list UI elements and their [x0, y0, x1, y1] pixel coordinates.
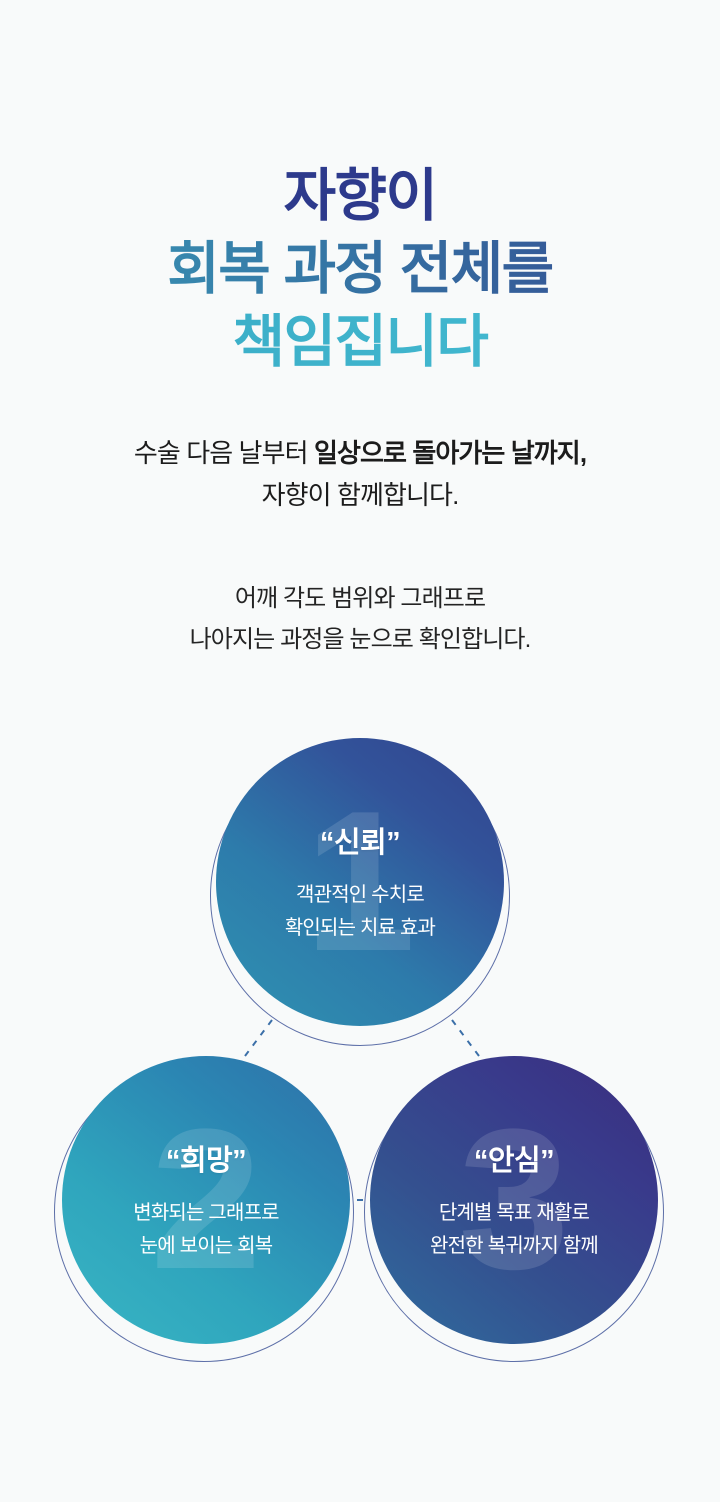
circle-title-2: “희망”	[165, 1145, 247, 1177]
circle-title-3: “안심”	[473, 1145, 555, 1177]
connector-lines	[217, 1019, 507, 1201]
headline-line-2: 회복 과정 전체를	[0, 233, 720, 306]
circle-desc-line-1a: 객관적인 수치로	[296, 884, 425, 906]
headline-line-1: 자향이	[283, 164, 438, 228]
lede-paragraph: 수술 다음 날부터 일상으로 돌아가는 날까지, 자향이 함께합니다.	[0, 432, 720, 516]
value-circle-trust: 1 “신뢰” 객관적인 수치로 확인되는 치료 효과	[216, 738, 504, 1026]
subcopy-line-1: 어깨 각도 범위와 그래프로	[234, 585, 486, 612]
circle-desc-line-2b: 눈에 보이는 회복	[139, 1235, 274, 1257]
lede-line-1-bold: 일상으로 돌아가는 날까지,	[313, 438, 587, 468]
connector-top-to-right	[451, 1019, 507, 1093]
circle-title-1: “신뢰”	[319, 827, 401, 859]
connector-top-to-left	[217, 1019, 273, 1093]
lede-line-2: 자향이 함께합니다.	[261, 480, 460, 511]
value-circle-relief: 3 “안심” 단계별 목표 재활로 완전한 복귀까지 함께	[370, 1056, 658, 1344]
page-title: 자향이 회복 과정 전체를 책임집니다	[0, 160, 720, 379]
lede-line-1-normal: 수술 다음 날부터	[133, 438, 314, 468]
circle-desc-line-3a: 단계별 목표 재활로	[438, 1202, 590, 1224]
circle-description-3: 단계별 목표 재활로 완전한 복귀까지 함께	[430, 1197, 599, 1263]
subcopy-paragraph: 어깨 각도 범위와 그래프로 나아지는 과정을 눈으로 확인합니다.	[0, 578, 720, 661]
circle-description-2: 변화되는 그래프로 눈에 보이는 회복	[133, 1197, 279, 1263]
subcopy-line-2: 나아지는 과정을 눈으로 확인합니다.	[189, 626, 532, 654]
headline-line-3: 책임집니다	[0, 306, 720, 379]
lede-line-1: 수술 다음 날부터 일상으로 돌아가는 날까지,	[133, 438, 587, 468]
value-circle-cluster: 1 “신뢰” 객관적인 수치로 확인되는 치료 효과 2 “희망” 변화되는 그…	[0, 700, 720, 1380]
circle-desc-line-1b: 확인되는 치료 효과	[284, 917, 436, 939]
circle-description-1: 객관적인 수치로 확인되는 치료 효과	[284, 879, 436, 945]
value-circle-hope: 2 “희망” 변화되는 그래프로 눈에 보이는 회복	[62, 1056, 350, 1344]
circle-desc-line-2a: 변화되는 그래프로	[133, 1202, 279, 1224]
circle-desc-line-3b: 완전한 복귀까지 함께	[430, 1235, 599, 1257]
